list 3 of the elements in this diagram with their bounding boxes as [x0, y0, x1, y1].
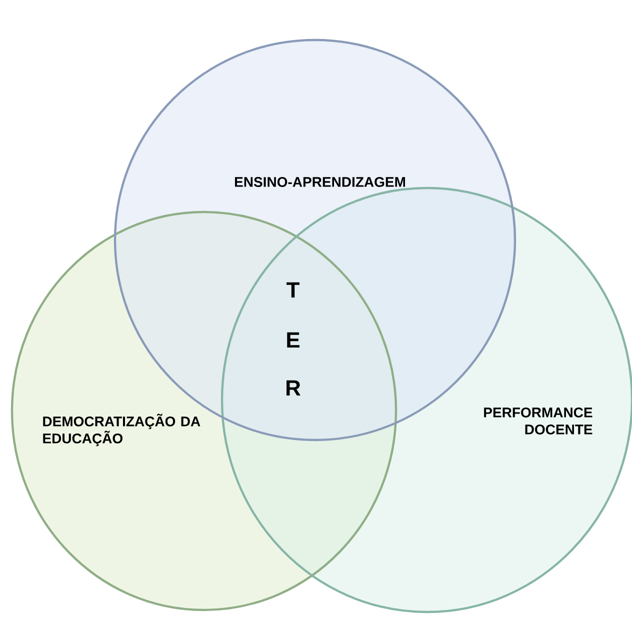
letter: E — [287, 332, 300, 348]
letter: T — [286, 282, 300, 298]
letter: R — [286, 380, 300, 396]
